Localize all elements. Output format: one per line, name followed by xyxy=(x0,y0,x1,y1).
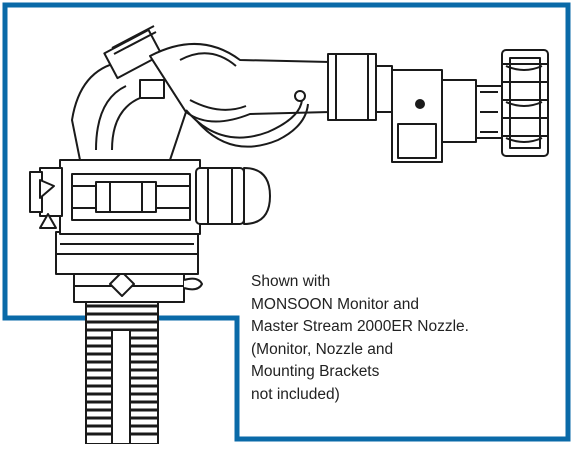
nozzle-coupling xyxy=(327,53,393,121)
caption-line: not included) xyxy=(251,385,340,403)
caption-line: (Monitor, Nozzle and xyxy=(251,340,394,358)
nozzle-tip xyxy=(501,49,549,157)
monitor-body xyxy=(29,159,271,235)
nozzle-body xyxy=(391,69,503,163)
caption: Shown with MONSOON Monitor and Master St… xyxy=(251,271,569,406)
base-coupling xyxy=(55,231,203,303)
caption-line: Master Stream 2000ER Nozzle. xyxy=(251,318,469,335)
caption-line: MONSOON Monitor and xyxy=(251,295,419,313)
frame-border xyxy=(2,2,571,442)
caption-line: Mounting Brackets xyxy=(251,363,380,380)
caption-line: Shown with xyxy=(251,273,331,290)
monitor-elbow xyxy=(71,25,187,161)
threaded-hose-coupling xyxy=(85,299,159,445)
